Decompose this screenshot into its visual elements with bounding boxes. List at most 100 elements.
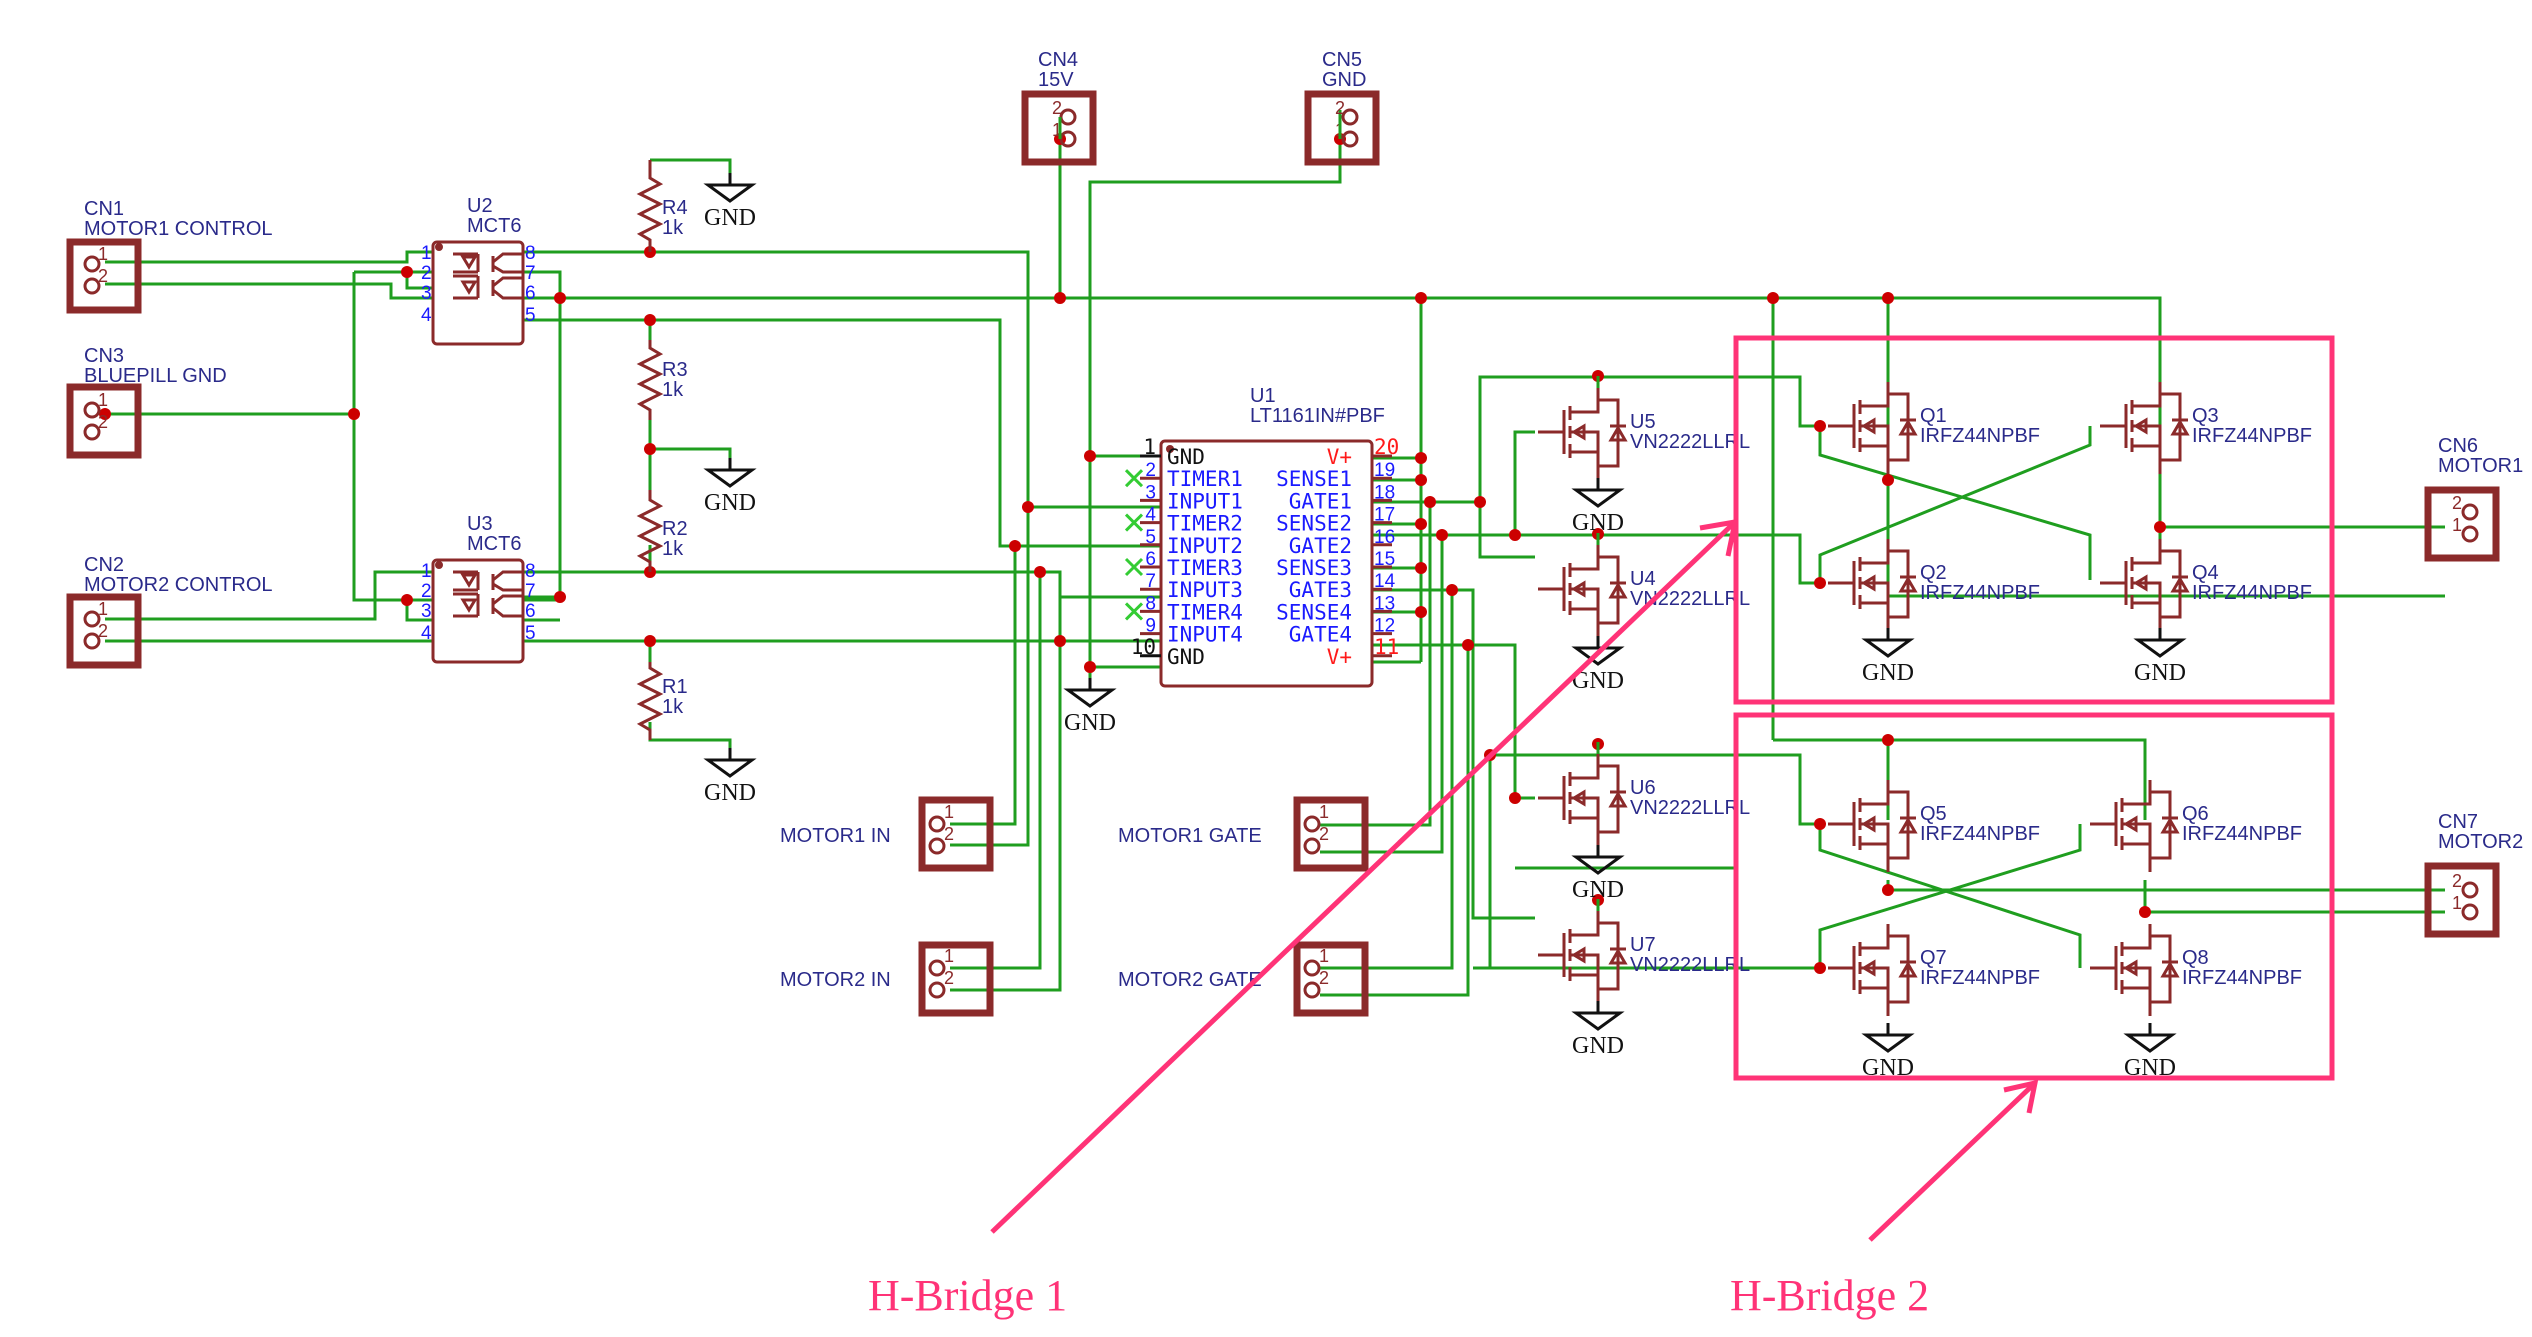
- ground-label: GND: [1064, 710, 1116, 736]
- component-ref: Q1: [1920, 405, 1947, 427]
- component-ref: Q6: [2182, 803, 2209, 825]
- pin-number: 8: [525, 243, 536, 264]
- mosfet-icon: [1828, 924, 1918, 1016]
- no-connect-icon: [1124, 557, 1144, 577]
- pin-number: 1: [1052, 120, 1062, 140]
- mosfet-icon: [2100, 382, 2190, 474]
- pin-number: 5: [525, 623, 536, 644]
- ground-label: GND: [1572, 877, 1624, 903]
- junctions: [99, 133, 2166, 974]
- pin-number: 1: [2452, 515, 2462, 535]
- mosfet-icon: [1538, 911, 1628, 1003]
- pin-number: 2: [421, 581, 432, 602]
- pin-number: 2: [944, 968, 954, 988]
- junction-dot: [644, 314, 656, 326]
- mosfet-icon: [1538, 754, 1628, 846]
- component-ref: Q8: [2182, 947, 2209, 969]
- pin-number: 2: [98, 412, 108, 432]
- led-icon: [453, 252, 480, 300]
- junction-dot: [1415, 452, 1427, 464]
- connector-label: MOTOR2 GATE: [1118, 969, 1262, 991]
- junction-dot: [1882, 292, 1894, 304]
- optocoupler-u3: 1 2 3 4 8 7 6 5 U3 MCT6: [421, 513, 536, 664]
- pin-number: 2: [98, 266, 108, 286]
- pin-name: INPUT4: [1167, 623, 1243, 647]
- connector-value: MOTOR1 CONTROL: [84, 218, 273, 240]
- pin-number: 1: [1319, 946, 1329, 966]
- component-ref: U2: [467, 195, 493, 217]
- connector-ref: CN1: [84, 198, 124, 220]
- pin-name: GATE2: [1289, 534, 1352, 558]
- component-value: IRFZ44NPBF: [2182, 967, 2302, 989]
- mosfet-icon: [1538, 388, 1628, 480]
- pin-number: 12: [1374, 616, 1395, 637]
- component-value: IRFZ44NPBF: [1920, 425, 2040, 447]
- junction-dot: [1022, 501, 1034, 513]
- component-ref: Q4: [2192, 562, 2219, 584]
- pin-number: 2: [1319, 824, 1329, 844]
- wires: [105, 110, 2445, 997]
- component-ref: U4: [1630, 568, 1656, 590]
- ground-label: GND: [1572, 1033, 1624, 1059]
- connector-value: 15V: [1038, 69, 1074, 91]
- pin-number: 17: [1374, 505, 1395, 526]
- junction-dot: [1814, 818, 1826, 830]
- mosfet-icon: [2100, 539, 2190, 631]
- connector-ref: CN5: [1322, 49, 1362, 71]
- pin-number: 1: [421, 243, 432, 264]
- pin-number: 5: [1145, 527, 1156, 548]
- pin-number: 14: [1374, 571, 1396, 592]
- pin-number: 20: [1374, 435, 1399, 459]
- pin-name: SENSE4: [1276, 600, 1352, 624]
- junction-dot: [1084, 661, 1096, 673]
- component-ref: U1: [1250, 385, 1276, 407]
- component-ref: U7: [1630, 934, 1656, 956]
- connector-label: MOTOR1 IN: [780, 825, 891, 847]
- junction-dot: [1882, 474, 1894, 486]
- pin-number: 11: [1374, 635, 1399, 659]
- mosfet-icon: [1828, 780, 1918, 872]
- hbridge2-arrow-icon: [1868, 1079, 2039, 1242]
- pin-number: 4: [421, 305, 432, 326]
- ground-icon: GND: [703, 748, 757, 806]
- ground-icon: GND: [1571, 478, 1625, 536]
- ground-icon: GND: [703, 458, 757, 516]
- pin-name: GATE4: [1289, 623, 1352, 647]
- pin-number: 5: [525, 305, 536, 326]
- small-fets: U5VN2222LLRLU4VN2222LLRLU6VN2222LLRLU7VN…: [1538, 376, 1750, 1011]
- hbridge2-highlight-box: [1733, 712, 2335, 1081]
- pin-number: 1: [944, 802, 954, 822]
- ground-icon: GND: [1571, 636, 1625, 694]
- pin-number: 2: [1052, 98, 1062, 118]
- mosfet-icon: [1538, 545, 1628, 637]
- hbridge1-highlight-box: [1733, 335, 2335, 705]
- pin-number: 1: [98, 599, 108, 619]
- junction-dot: [1084, 450, 1096, 462]
- junction-dot: [1415, 292, 1427, 304]
- component-value: 1k: [662, 379, 684, 401]
- junction-dot: [1415, 474, 1427, 486]
- connector-value: GND: [1322, 69, 1366, 91]
- component-value: IRFZ44NPBF: [1920, 582, 2040, 604]
- connector-motor1-in: 1 2 MOTOR1 IN: [780, 796, 994, 872]
- component-ref: R4: [662, 197, 688, 219]
- pin-number: 1: [1143, 435, 1156, 459]
- component-value: VN2222LLRL: [1630, 797, 1750, 819]
- pin-number: 8: [1145, 593, 1156, 614]
- ground-icon: GND: [1063, 678, 1117, 736]
- pin-name: SENSE2: [1276, 512, 1352, 536]
- optocoupler-u2: 1 2 3 4 8 7 6 5 U2 MCT6: [421, 195, 536, 346]
- pin-name: TIMER1: [1167, 467, 1243, 491]
- component-value: IRFZ44NPBF: [1920, 823, 2040, 845]
- pin-number: 18: [1374, 482, 1395, 503]
- connector-cn6: 2 1 CN6 MOTOR1: [2424, 435, 2523, 562]
- junction-dot: [1814, 577, 1826, 589]
- junction-dot: [1034, 566, 1046, 578]
